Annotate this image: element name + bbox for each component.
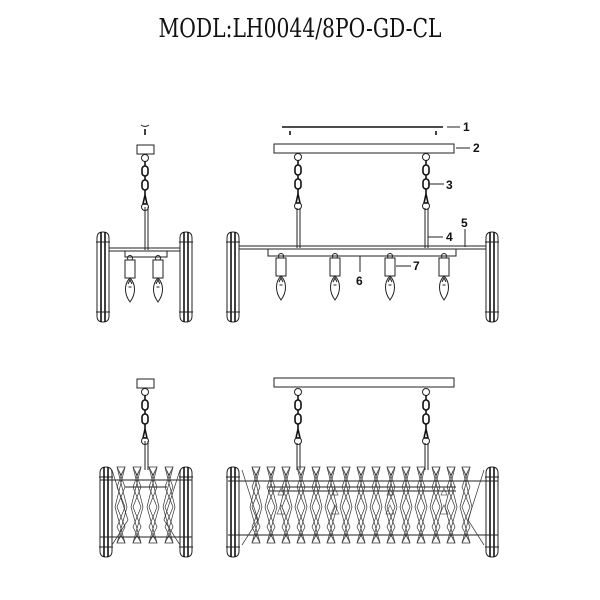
callout-4: 4	[428, 230, 453, 244]
front-view-frame: 1 2 3 4 5 6 7	[225, 120, 500, 323]
callout-7: 7	[396, 259, 420, 273]
canopy-side	[136, 144, 155, 155]
svg-text:1: 1	[463, 120, 470, 134]
svg-text:5: 5	[461, 216, 468, 230]
svg-text:4: 4	[446, 230, 453, 244]
canopy-front	[273, 143, 455, 154]
svg-text:7: 7	[413, 259, 420, 273]
svg-text:2: 2	[473, 141, 480, 155]
side-view-crystal	[98, 378, 194, 558]
callout-3: 3	[428, 178, 453, 192]
lamp-holder-bar	[267, 248, 457, 257]
callout-5: 5	[461, 216, 468, 247]
callout-2: 2	[456, 141, 480, 155]
svg-text:3: 3	[446, 178, 453, 192]
side-view-frame	[95, 124, 194, 323]
callout-1: 1	[447, 120, 470, 134]
svg-text:6: 6	[356, 274, 363, 288]
front-view-crystal	[225, 377, 500, 558]
model-title: MODL:LH0044/8PO-GD-CL	[158, 14, 442, 44]
callout-6: 6	[356, 256, 363, 288]
